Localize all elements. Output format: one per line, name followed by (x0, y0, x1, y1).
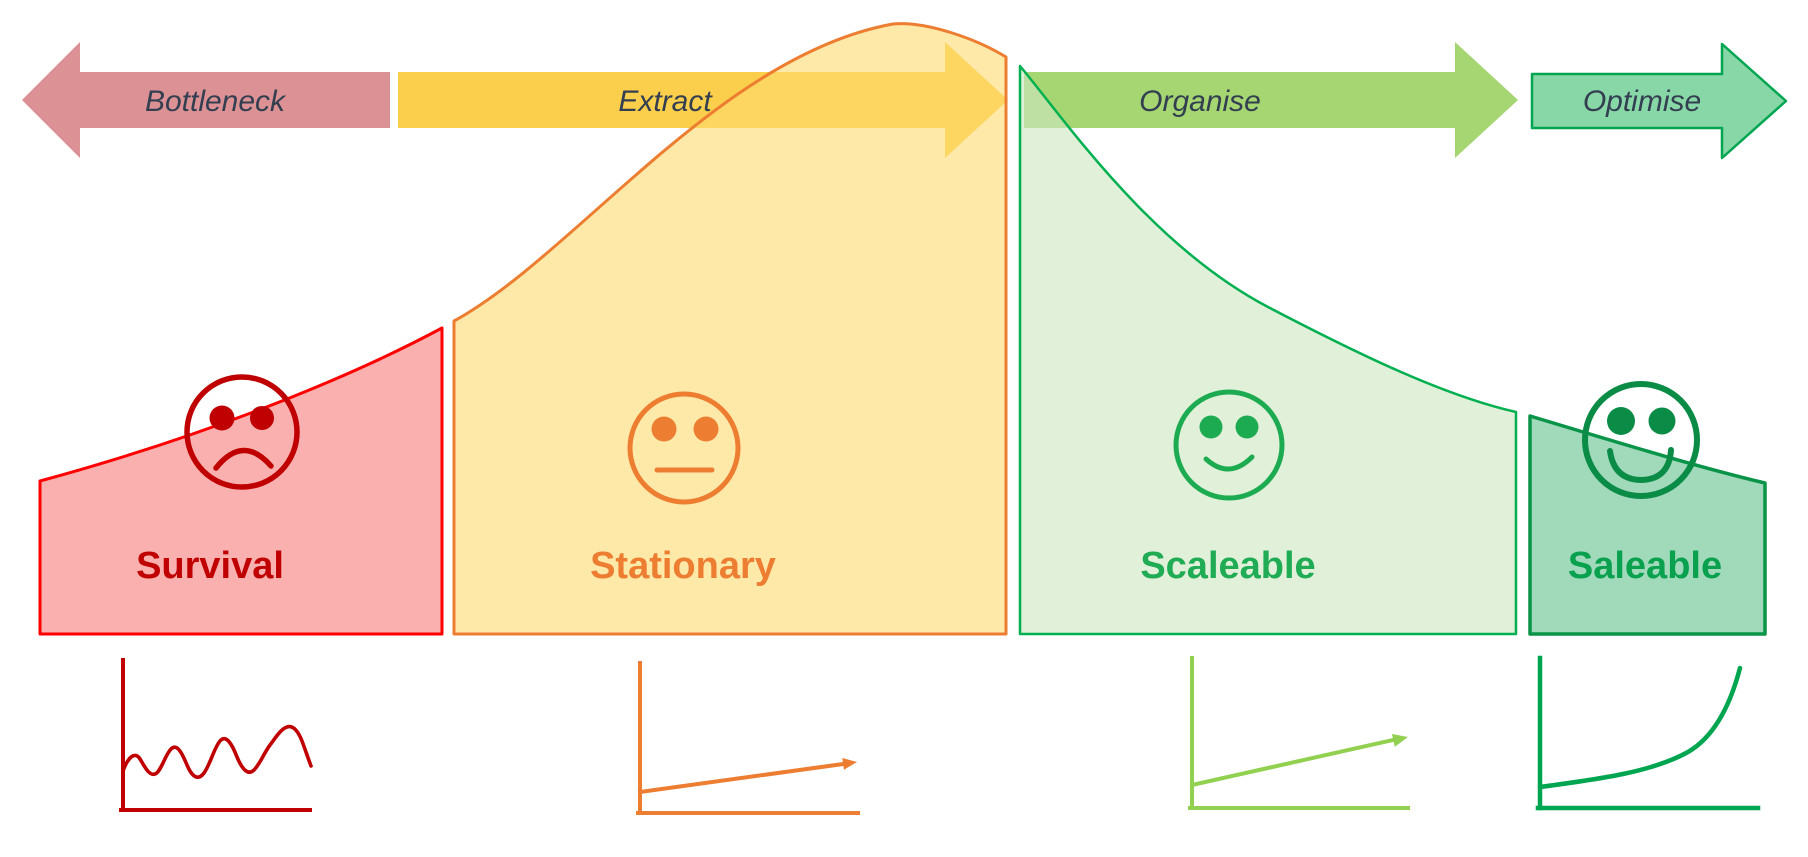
saleable-chart-line (1537, 665, 1743, 790)
sad-face-icon (184, 374, 300, 490)
bottleneck-arrow-label: Bottleneck (145, 85, 287, 118)
stage-labels: Survival Stationary Scaleable Saleable (136, 545, 1722, 587)
scaleable-section-shape (1018, 64, 1518, 636)
optimise-arrow-shape (1530, 42, 1788, 160)
saleable-section-shape (1528, 414, 1767, 636)
sad-face-head (184, 374, 300, 490)
optimise-arrow-label: Optimise (1583, 85, 1701, 118)
sad-face-mouth (213, 447, 274, 471)
scaleable-chart-line (1189, 737, 1396, 788)
happy-face-mouth (1203, 454, 1255, 472)
organise-arrow-shape (1024, 42, 1518, 158)
curve-sections (38, 22, 1767, 636)
scaleable-chart-arrowhead (1392, 734, 1408, 747)
stationary-chart-line (637, 761, 846, 795)
phase-arrows (22, 42, 1788, 160)
organise-arrow-label: Organise (1139, 85, 1261, 118)
big-smile-face-right-eye (1648, 407, 1676, 435)
scaleable-trend-chart (1188, 656, 1410, 810)
survival-label: Survival (136, 545, 284, 587)
saleable-trend-chart (1535, 655, 1761, 811)
survival-trend-chart (119, 658, 313, 812)
stationary-trend-chart (636, 661, 860, 815)
big-smile-face-head (1582, 381, 1700, 499)
survival-chart-line (121, 724, 313, 779)
survival-section-shape (38, 326, 444, 636)
extract-arrow-label: Extract (618, 85, 713, 118)
happy-face-left-eye (1199, 415, 1223, 439)
happy-face-right-eye (1235, 415, 1259, 439)
big-smile-face-left-eye (1607, 407, 1635, 435)
extract-arrow-shape (398, 42, 1008, 158)
scaleable-label: Scaleable (1140, 545, 1315, 587)
arrow-labels: Bottleneck Extract Organise Optimise (145, 85, 1701, 118)
stationary-section-shape (452, 22, 1008, 636)
neutral-face-left-eye (651, 416, 677, 442)
happy-face-head (1173, 389, 1285, 501)
stationary-chart-arrowhead (842, 758, 857, 770)
sad-face-left-eye (209, 405, 235, 431)
big-smile-face-mouth (1607, 447, 1674, 484)
neutral-face-right-eye (693, 416, 719, 442)
sad-face-right-eye (250, 406, 274, 430)
neutral-face-icon (627, 391, 741, 505)
neutral-face-head (627, 391, 741, 505)
bottleneck-arrow-shape (22, 42, 390, 158)
happy-face-icon (1173, 389, 1285, 501)
saleable-label: Saleable (1568, 545, 1722, 587)
stationary-label: Stationary (590, 545, 776, 587)
big-smile-face-icon (1582, 381, 1700, 499)
